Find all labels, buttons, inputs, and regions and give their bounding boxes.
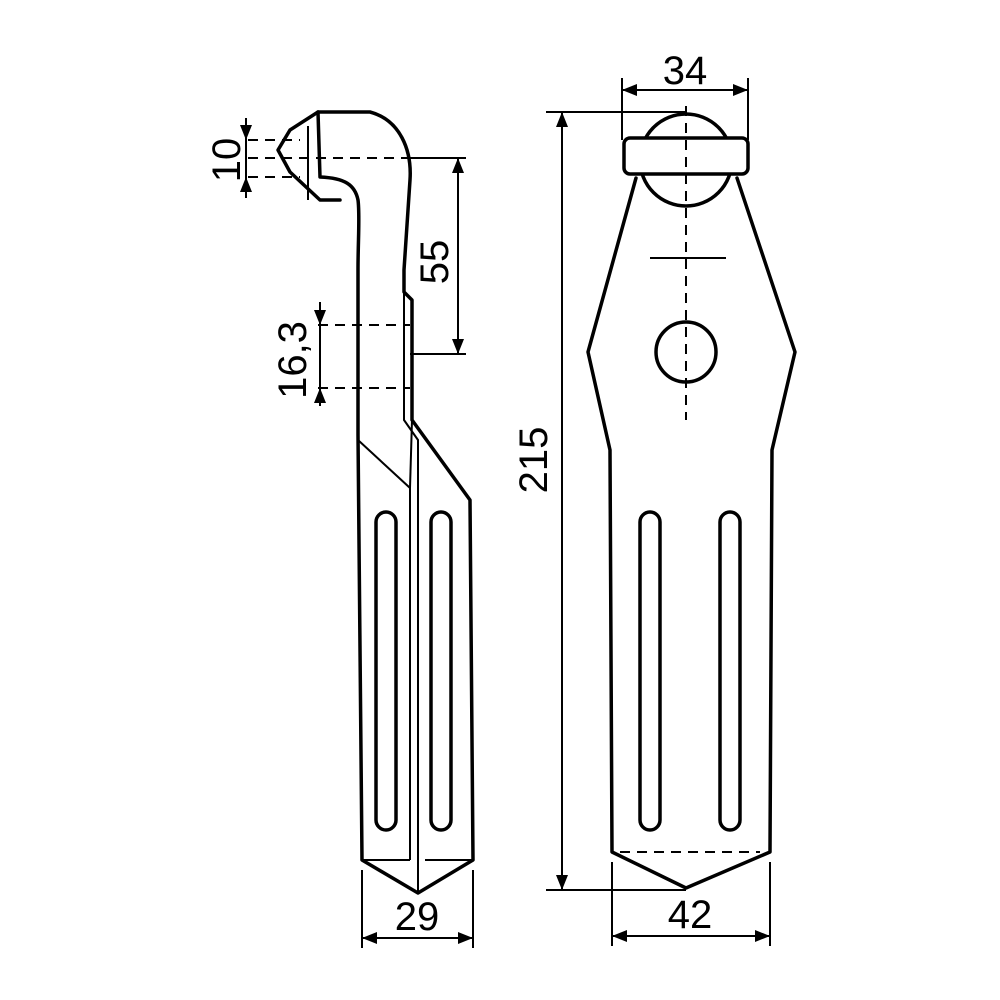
side-view-outline [316, 110, 475, 895]
dim-blade-width-label: 42 [668, 893, 713, 937]
dim-hole-spacing: 16,3 [271, 302, 326, 406]
dim-hole-diameter: 10 [205, 118, 252, 198]
side-view: 10 55 16,3 29 [205, 110, 475, 948]
front-view-slot-right [718, 510, 742, 832]
dim-bend-height-label: 55 [413, 240, 457, 285]
dim-bend-height: 55 [410, 157, 466, 355]
dim-blade-thickness-label: 29 [395, 895, 440, 939]
side-view-bend-face-2 [357, 439, 411, 860]
front-view-outline [586, 176, 797, 890]
dim-head-width: 34 [621, 49, 749, 140]
front-view: 34 215 42 [512, 49, 797, 946]
dim-hole-diameter-label: 10 [205, 138, 249, 183]
dim-blade-thickness: 29 [361, 870, 474, 948]
side-view-hook-tip [276, 110, 342, 202]
side-view-slot-right [429, 510, 453, 832]
mount-hole-lines [318, 324, 410, 389]
side-view-slot-left [374, 510, 398, 832]
front-view-slot-left [638, 510, 662, 832]
side-view-bend-face-3 [409, 419, 413, 489]
dim-total-length: 215 [512, 111, 686, 891]
dim-hole-spacing-label: 16,3 [271, 321, 315, 399]
hole-centerline-upper [248, 139, 300, 178]
dim-total-length-label: 215 [512, 427, 556, 494]
dim-blade-width: 42 [611, 862, 771, 946]
dim-head-width-label: 34 [663, 49, 708, 93]
